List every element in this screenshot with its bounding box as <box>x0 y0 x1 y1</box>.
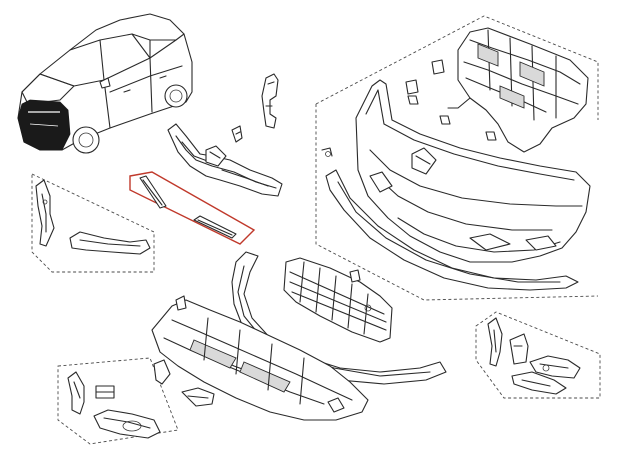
underbody-shield <box>151 295 369 421</box>
bumper-reinforcement-frame <box>315 15 599 153</box>
right-side-brackets <box>475 311 601 399</box>
vehicle-illustration <box>17 13 193 154</box>
left-side-brackets <box>31 173 155 273</box>
front-bumper-assembly <box>315 79 599 301</box>
lower-grille <box>283 257 393 360</box>
lower-lamp-bezels <box>57 357 215 445</box>
front-grille-assembly <box>167 73 283 197</box>
highlight-frame <box>129 171 256 245</box>
upper-grille-trim-strips <box>129 171 256 245</box>
